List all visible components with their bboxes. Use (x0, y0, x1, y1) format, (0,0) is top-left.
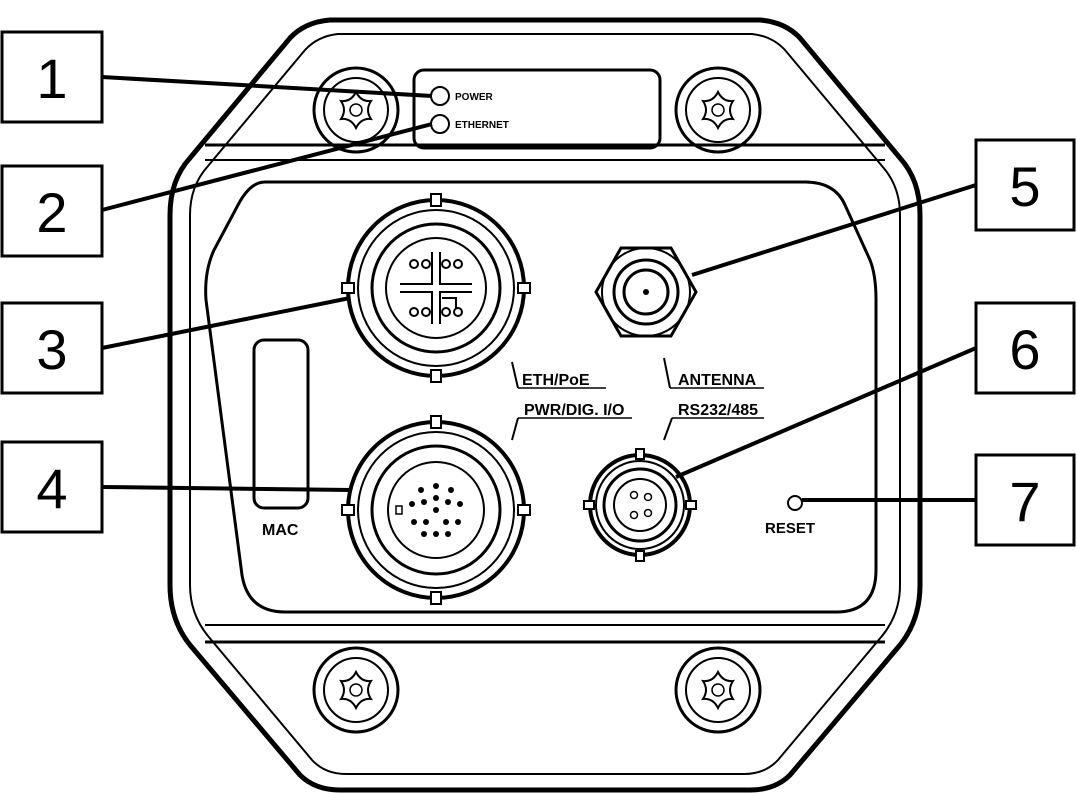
antenna-connector (594, 246, 698, 338)
screw-bottom-right-icon (674, 646, 762, 734)
callout-6: 6 (974, 301, 1076, 395)
callout-1-number: 1 (36, 47, 67, 110)
rs232-485-label: RS232/485 (678, 402, 758, 419)
callout-6-number: 6 (1009, 318, 1040, 381)
callout-3-number: 3 (36, 318, 67, 381)
callout-7-number: 7 (1009, 470, 1040, 533)
pwr-dig-io-connector (341, 415, 531, 605)
mac-label-window (252, 338, 310, 510)
rs232-485-connector (583, 448, 697, 562)
callout-4-number: 4 (36, 457, 67, 520)
ethernet-led-icon (430, 114, 450, 134)
reset-label: RESET (765, 520, 815, 537)
callout-4: 4 (0, 440, 104, 534)
led-panel: POWER ETHERNET (412, 68, 662, 150)
screw-top-left-icon (312, 66, 400, 154)
eth-poe-label: ETH/PoE (522, 372, 590, 389)
power-led-icon (430, 86, 450, 106)
screw-bottom-left-icon (312, 646, 400, 734)
eth-poe-connector (341, 193, 531, 383)
mac-label: MAC (262, 522, 299, 539)
antenna-label: ANTENNA (678, 372, 757, 389)
callout-1: 1 (0, 30, 104, 124)
pwr-dig-io-label: PWR/DIG. I/O (524, 402, 624, 419)
callout-2-number: 2 (36, 181, 67, 244)
ethernet-led-label: ETHERNET (455, 120, 509, 131)
reset-button-icon (787, 495, 803, 511)
housing (167, 17, 923, 793)
power-led-label: POWER (455, 92, 494, 103)
callout-5: 5 (974, 138, 1076, 232)
callout-7: 7 (974, 453, 1076, 547)
callout-leader-lines (101, 75, 977, 502)
screw-top-right-icon (674, 66, 762, 154)
callout-3: 3 (0, 301, 104, 395)
connector-labels: ETH/PoE PWR/DIG. I/O ANTENNA RS232/485 (511, 357, 764, 441)
callout-2: 2 (0, 164, 104, 258)
callout-5-number: 5 (1009, 155, 1040, 218)
